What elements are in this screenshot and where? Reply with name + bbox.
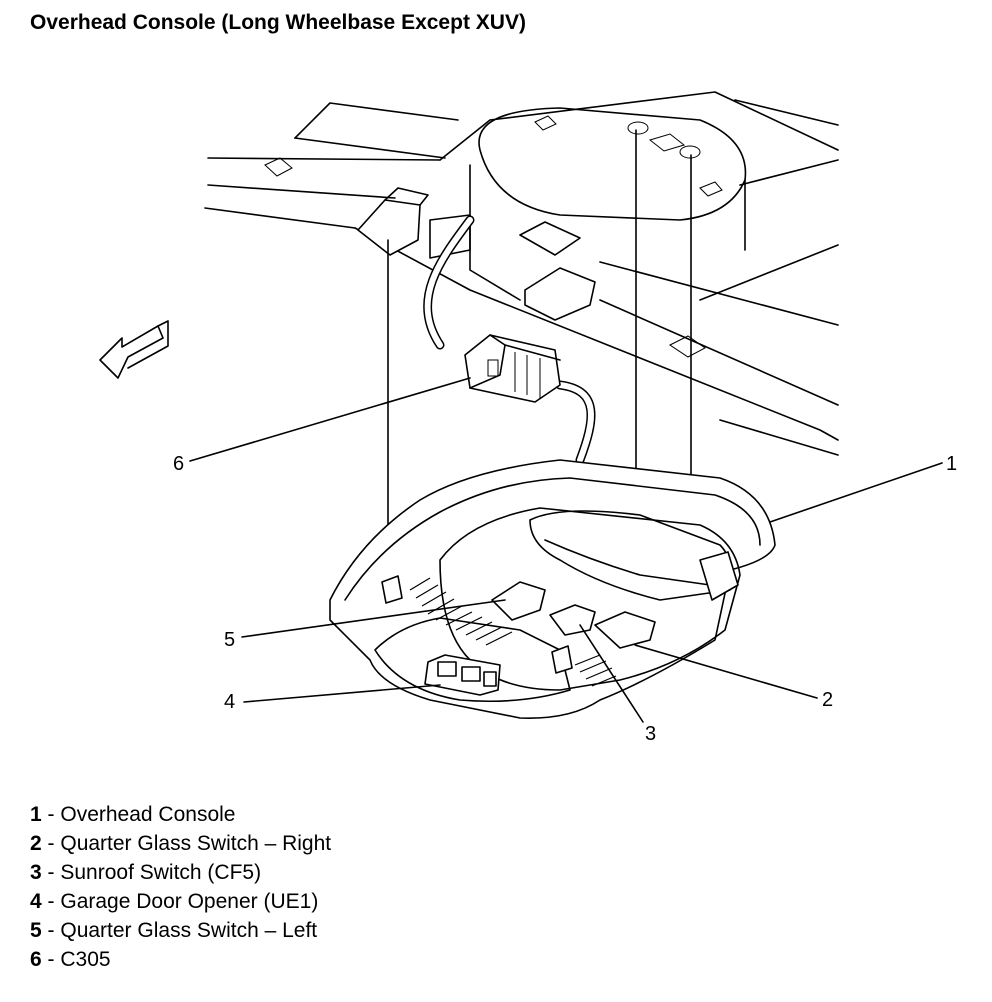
roof-headliner xyxy=(204,91,839,456)
legend-number: 1 xyxy=(30,803,42,826)
legend-item-garage-door-opener: 4 - Garage Door Opener (UE1) xyxy=(30,887,331,916)
legend-item-quarter-glass-switch-right: 2 - Quarter Glass Switch – Right xyxy=(30,829,331,858)
overhead-console xyxy=(329,459,776,719)
legend-label: C305 xyxy=(60,948,111,971)
leader-lines xyxy=(189,377,943,723)
legend-label: Quarter Glass Switch – Left xyxy=(60,919,318,942)
legend-item-c305: 6 - C305 xyxy=(30,945,331,974)
overhead-console-illustration: 1 2 3 4 5 6 xyxy=(99,91,957,745)
callout-labels: 1 2 3 4 5 6 xyxy=(173,453,957,745)
callout-5: 5 xyxy=(224,629,235,651)
callout-3: 3 xyxy=(645,723,656,745)
parts-legend: 1 - Overhead Console 2 - Quarter Glass S… xyxy=(30,800,331,974)
c305-connector xyxy=(464,334,561,403)
legend-separator: - xyxy=(41,803,61,826)
legend-number: 4 xyxy=(30,890,42,913)
legend-label: Garage Door Opener (UE1) xyxy=(60,890,319,913)
legend-separator: - xyxy=(41,919,61,942)
legend-number: 6 xyxy=(30,948,42,971)
legend-separator: - xyxy=(41,948,61,971)
legend-item-overhead-console: 1 - Overhead Console xyxy=(30,800,331,829)
leader-line-4 xyxy=(243,684,441,703)
diagram-title: Overhead Console (Long Wheelbase Except … xyxy=(30,11,526,34)
leader-line-3 xyxy=(579,624,644,723)
legend-number: 3 xyxy=(30,861,42,884)
legend-label: Quarter Glass Switch – Right xyxy=(60,832,332,855)
callout-4: 4 xyxy=(224,691,235,713)
callout-6: 6 xyxy=(173,453,184,475)
legend-number: 2 xyxy=(30,832,42,855)
legend-number: 5 xyxy=(30,919,42,942)
legend-label: Sunroof Switch (CF5) xyxy=(60,861,262,884)
wiring-harness xyxy=(423,215,596,465)
callout-2: 2 xyxy=(822,689,833,711)
callout-1: 1 xyxy=(946,453,957,475)
leader-line-1 xyxy=(769,462,943,523)
legend-separator: - xyxy=(41,890,61,913)
leader-line-5 xyxy=(241,599,506,638)
leader-line-6 xyxy=(189,377,471,462)
legend-item-sunroof-switch: 3 - Sunroof Switch (CF5) xyxy=(30,858,331,887)
leader-line-2 xyxy=(634,644,818,699)
legend-separator: - xyxy=(41,832,61,855)
front-direction-arrow xyxy=(99,320,169,379)
legend-label: Overhead Console xyxy=(60,803,236,826)
console-vent-hatching xyxy=(409,577,617,687)
legend-separator: - xyxy=(41,861,61,884)
legend-item-quarter-glass-switch-left: 5 - Quarter Glass Switch – Left xyxy=(30,916,331,945)
